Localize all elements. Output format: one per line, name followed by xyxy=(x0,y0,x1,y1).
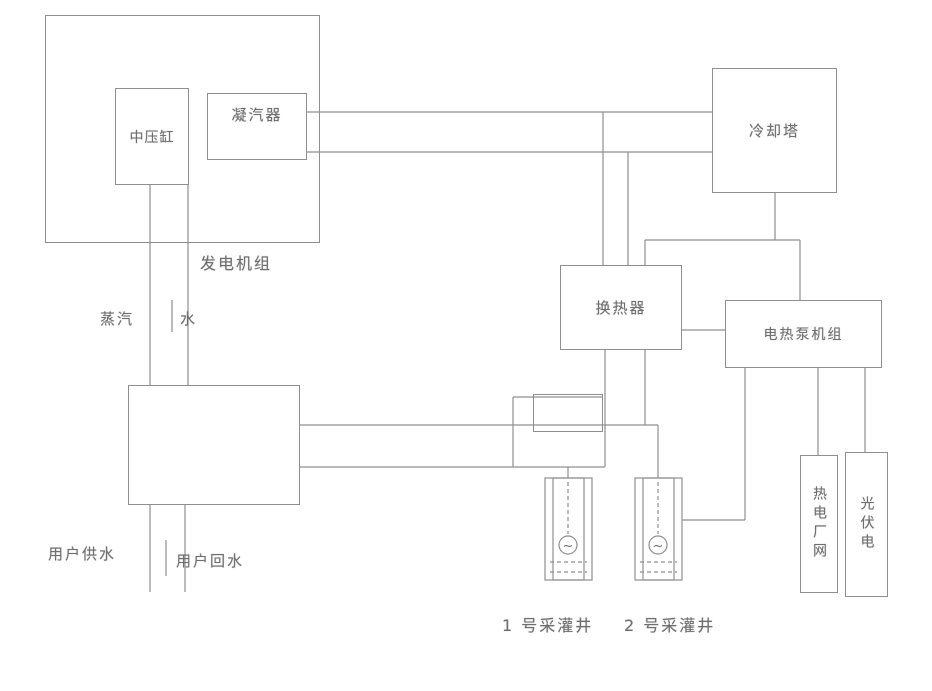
cooling-tower-box: 冷却塔 xyxy=(712,68,837,193)
condenser-label: 凝汽器 xyxy=(231,106,283,124)
thermal-plant-grid-label: 热电厂网 xyxy=(811,486,827,562)
well-2: ~ xyxy=(634,477,683,581)
heat-pump-unit-label: 电热泵机组 xyxy=(763,327,844,343)
heat-exchanger-label: 换热器 xyxy=(595,299,647,317)
medium-pressure-cylinder-box: 中压缸 xyxy=(115,88,189,185)
user-supply-label: 用户供水 xyxy=(48,545,117,563)
well-1-pump-symbol: ~ xyxy=(563,539,574,554)
generator-unit-box xyxy=(45,15,320,243)
heat-exchanger-box: 换热器 xyxy=(560,265,682,350)
cooling-tower-label: 冷却塔 xyxy=(748,122,800,140)
thermal-plant-grid-box: 热电厂网 xyxy=(800,455,838,593)
heat-pump-unit-box: 电热泵机组 xyxy=(725,300,882,368)
aux-header-box xyxy=(533,394,603,432)
heat-user-box xyxy=(128,385,300,505)
steam-label: 蒸汽 xyxy=(100,310,135,328)
pv-power-box: 光伏电 xyxy=(845,452,888,597)
water-label: 水 xyxy=(180,310,198,328)
well-1-label: 1 号采灌井 xyxy=(502,616,594,635)
condenser-box: 凝汽器 xyxy=(207,93,307,160)
pv-power-label: 光伏电 xyxy=(858,496,875,553)
medium-pressure-cylinder-label: 中压缸 xyxy=(129,129,175,146)
well-2-pump-symbol: ~ xyxy=(653,539,664,554)
user-return-label: 用户回水 xyxy=(176,552,245,570)
well-1-pump-icon xyxy=(558,535,578,555)
pipe-lines xyxy=(149,111,866,592)
well-1: ~ xyxy=(544,477,593,581)
well-2-pump-icon xyxy=(648,535,668,555)
generator-unit-label: 发电机组 xyxy=(200,254,273,273)
well-2-label: 2 号采灌井 xyxy=(624,616,716,635)
